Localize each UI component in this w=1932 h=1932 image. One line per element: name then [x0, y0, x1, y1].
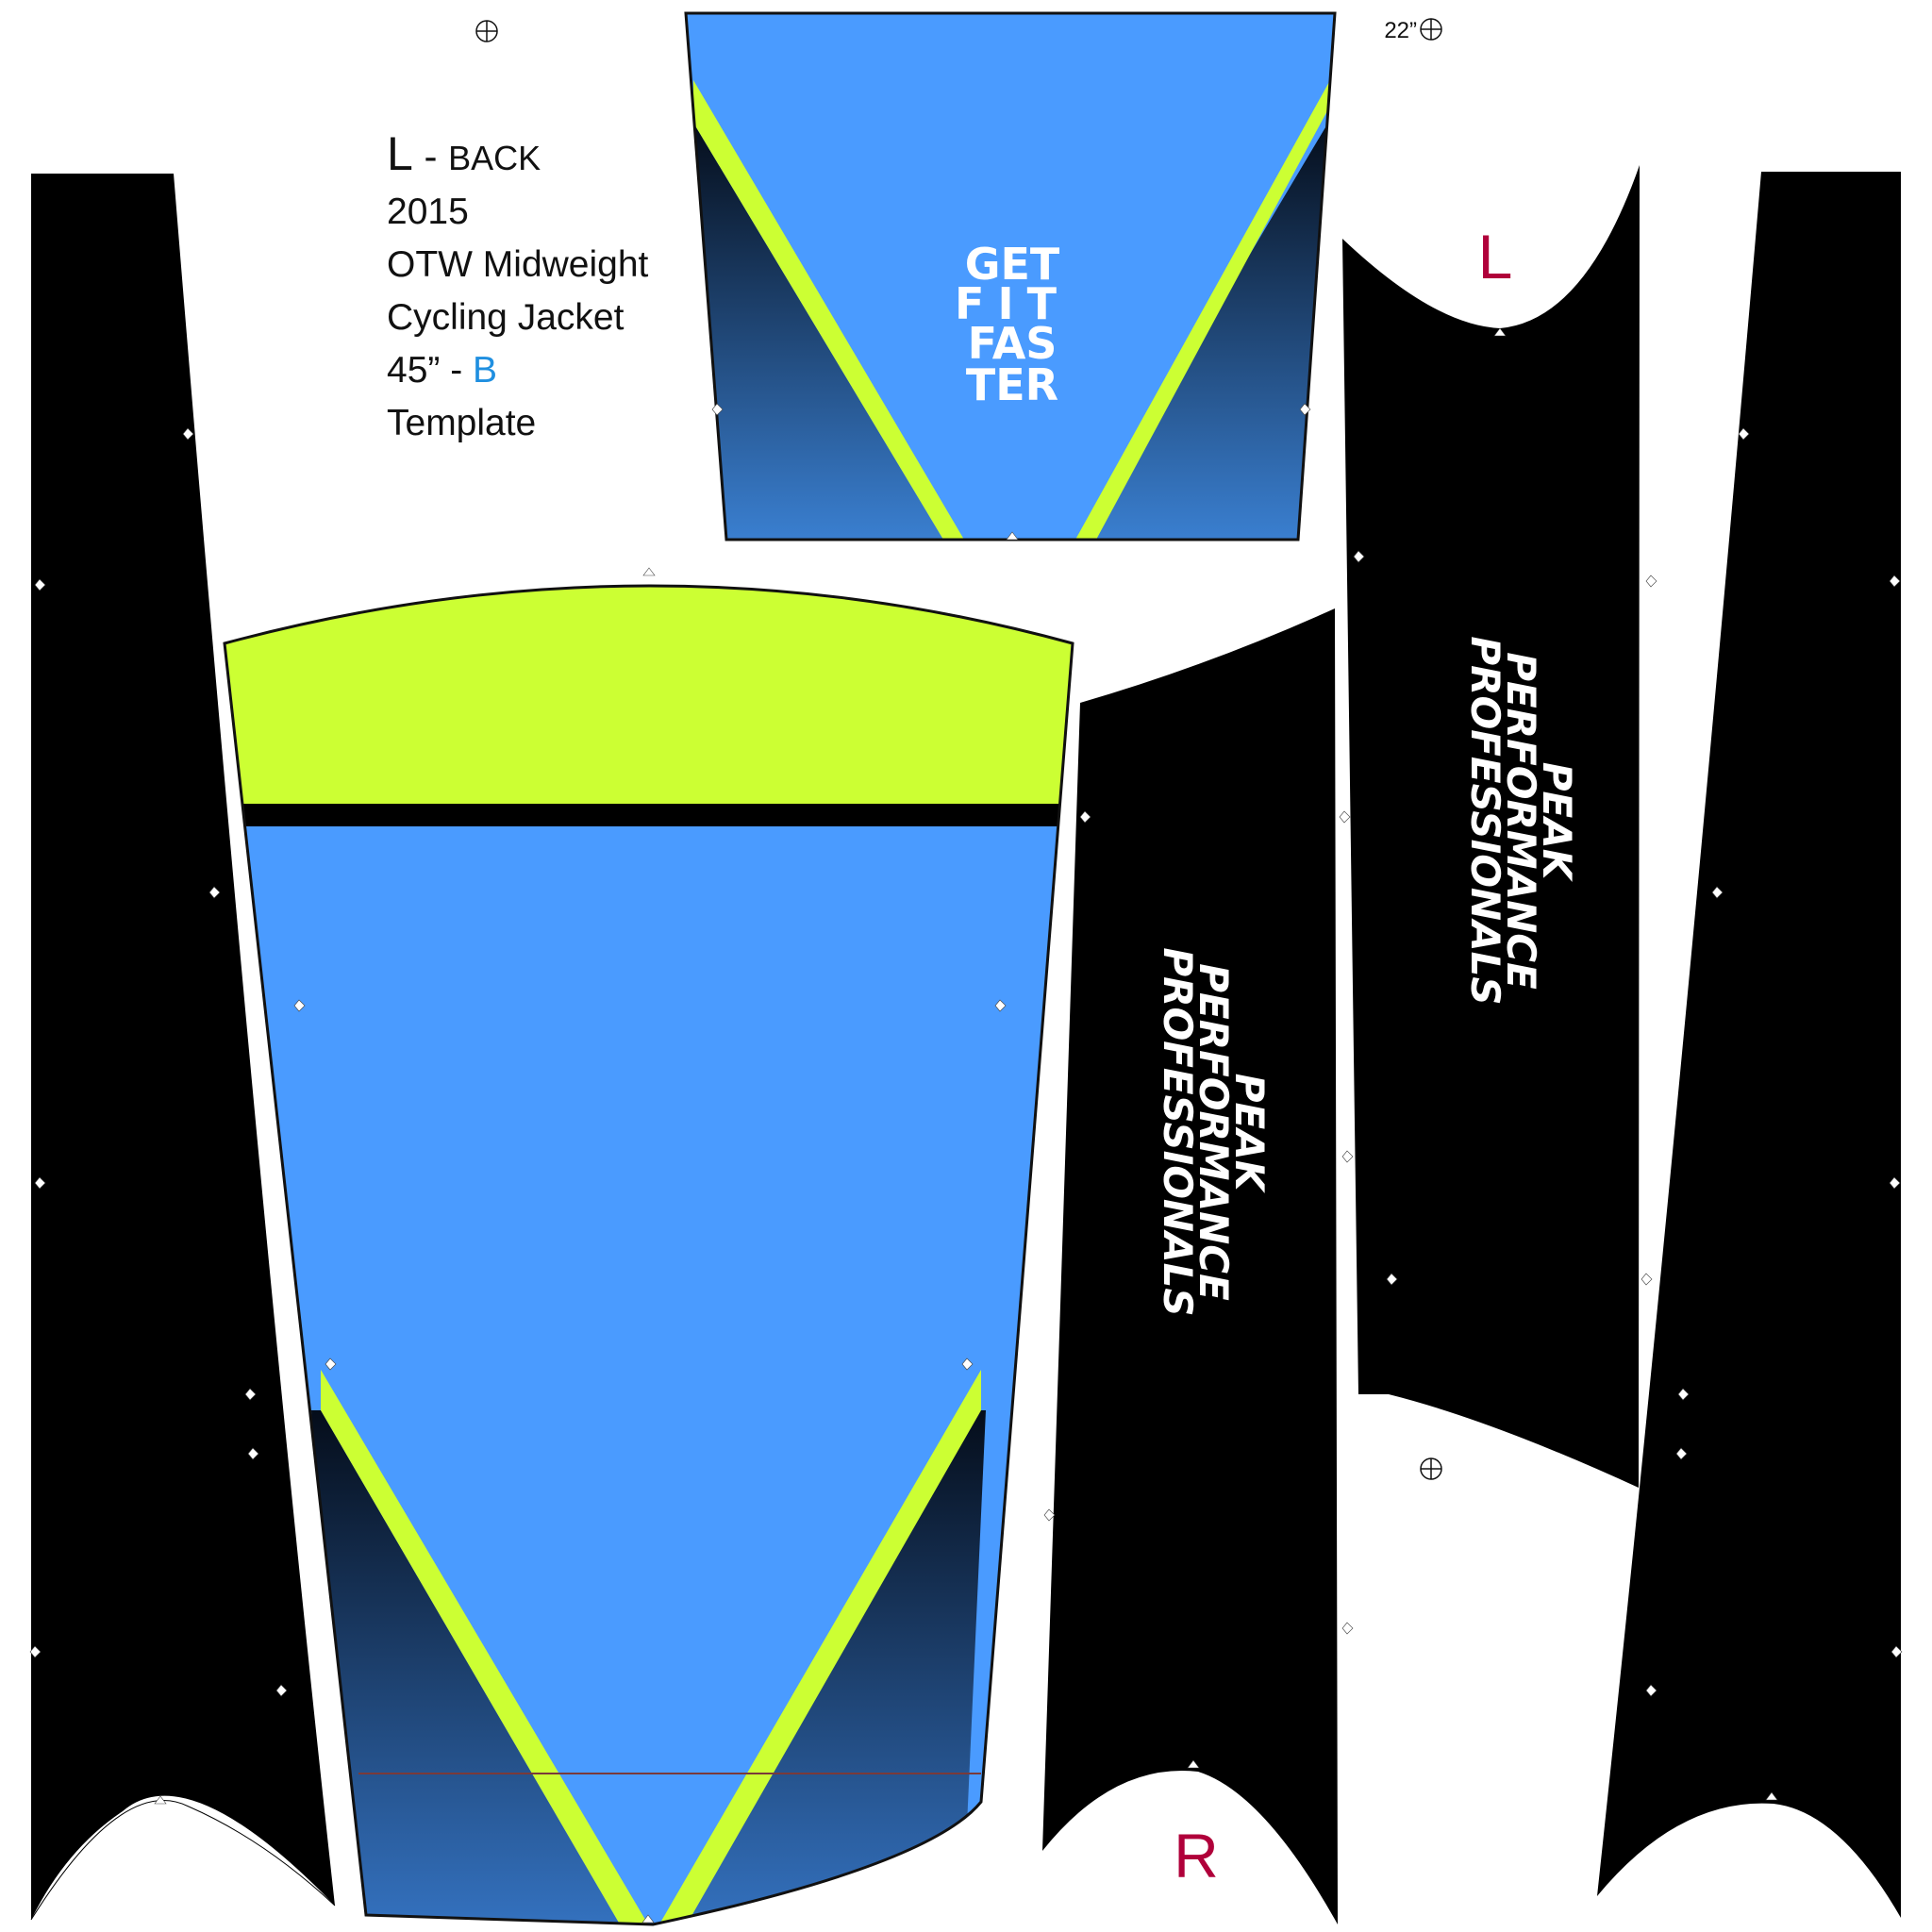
notch-marker [994, 999, 1007, 1012]
notch-marker [1341, 1622, 1354, 1635]
notch-marker [34, 578, 46, 591]
notch-marker [1675, 1447, 1688, 1460]
notch-marker [293, 999, 306, 1012]
sleeve-left-panel: PEAK PERFORMANCE PROFESSIONALS L [1342, 165, 1657, 1488]
sleeve-side-mark: L [1478, 222, 1513, 291]
left-side-panel [29, 174, 336, 1921]
body-yoke [225, 586, 1073, 804]
notch-marker [325, 1357, 337, 1371]
notch-marker [29, 1645, 42, 1658]
notch-marker [642, 567, 656, 576]
slogan-line: FAS [968, 318, 1058, 369]
slogan-line: FIT [955, 278, 1070, 329]
notch-marker [1711, 886, 1724, 899]
size-mark-label: 22” [1384, 18, 1417, 43]
notch-marker [244, 1388, 257, 1401]
body-black-band [225, 804, 1073, 826]
notch-marker [1645, 575, 1657, 588]
info-year: 2015 [387, 192, 469, 232]
notch-marker [1738, 427, 1750, 441]
collar-panel: GET FIT FAS TER [684, 11, 1337, 541]
collar-slogan: GET FIT FAS TER [955, 239, 1070, 410]
registration-mark-icon [1420, 1457, 1442, 1480]
notch-marker [208, 886, 221, 899]
info-product: OTW Midweight [387, 244, 649, 285]
slogan-line: GET [965, 239, 1060, 290]
info-size: 45” - B [387, 350, 497, 391]
notch-marker [247, 1447, 259, 1460]
notch-marker [961, 1357, 974, 1371]
body-left-wedge [311, 1410, 623, 1924]
sleeve-right-panel: PEAK PERFORMANCE PROFESSIONALS R [1042, 608, 1354, 1924]
sleeve-side-mark: R [1174, 1821, 1219, 1890]
brand-line: PROFESSIONALS [1155, 947, 1201, 1316]
brand-line: PERFORMANCE [1191, 963, 1237, 1301]
notch-marker [1889, 575, 1901, 588]
notch-marker [1493, 327, 1507, 337]
body-left-stripe [321, 1370, 651, 1924]
notch-marker [1341, 1150, 1354, 1163]
brand-line: PERFORMANCE [1498, 652, 1544, 990]
info-title: L - BACK [387, 127, 541, 180]
notch-marker [1890, 1645, 1903, 1658]
notch-marker [275, 1684, 288, 1697]
registration-mark-icon [475, 20, 498, 42]
info-product-type: Cycling Jacket [387, 297, 625, 338]
notch-marker [1043, 1508, 1056, 1522]
registration-mark-icon [1420, 18, 1442, 41]
notch-marker [1353, 550, 1365, 563]
notch-marker [711, 403, 724, 416]
sleeve-left-brand: PEAK PERFORMANCE PROFESSIONALS [1462, 636, 1580, 1005]
notch-marker [34, 1176, 46, 1190]
notch-marker [1187, 1759, 1200, 1769]
body-right-wedge [684, 1410, 986, 1924]
body-right-stripe [657, 1370, 981, 1924]
notch-marker [154, 1795, 167, 1805]
slogan-line: TER [966, 359, 1058, 410]
notch-marker [1299, 403, 1311, 416]
notch-marker [1677, 1388, 1690, 1401]
notch-marker [1641, 1273, 1653, 1286]
notch-marker [1645, 1684, 1657, 1697]
notch-marker [1386, 1273, 1398, 1286]
template-info: L - BACK 2015 OTW Midweight Cycling Jack… [387, 127, 649, 443]
notch-marker [1889, 1176, 1901, 1190]
info-template: Template [387, 403, 536, 443]
notch-marker [182, 427, 194, 441]
brand-line: PEAK [1534, 762, 1580, 883]
notch-marker [1006, 531, 1019, 541]
brand-line: PEAK [1226, 1074, 1273, 1194]
notch-marker [1765, 1791, 1778, 1801]
collar-right-stripe [1075, 80, 1330, 540]
collar-left-stripe [693, 80, 964, 540]
notch-marker [641, 1914, 655, 1924]
notch-marker [1339, 810, 1351, 824]
right-side-panel [1597, 172, 1903, 1918]
brand-line: PROFESSIONALS [1462, 636, 1508, 1005]
back-body-panel [223, 567, 1074, 1926]
sleeve-right-brand: PEAK PERFORMANCE PROFESSIONALS [1155, 947, 1273, 1316]
notch-marker [1079, 810, 1091, 824]
